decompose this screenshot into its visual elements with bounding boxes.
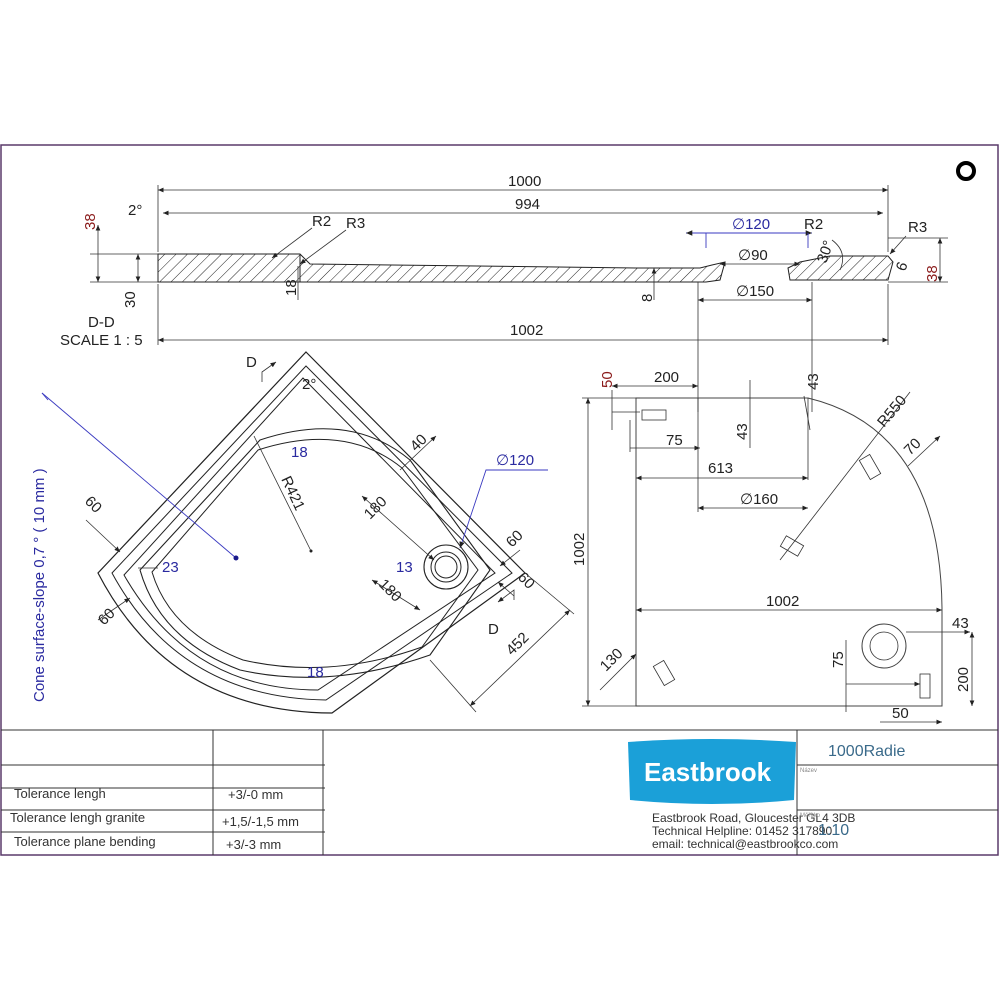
tolerance-value-3: +3/-3 mm: [226, 837, 281, 852]
plan-radius: R421: [277, 474, 308, 514]
dim-r3-right: R3: [908, 219, 927, 236]
dim-height: 1002: [571, 533, 588, 566]
title-caption: Název: [800, 768, 817, 774]
section-scale: SCALE 1 : 5: [60, 332, 143, 349]
dim-d75: 75: [666, 432, 683, 449]
dim-small-right: 6: [893, 260, 912, 274]
dim-d50: 50: [599, 371, 616, 388]
section-label: D-D: [88, 314, 115, 331]
logo-text: Eastbrook: [644, 757, 772, 787]
drawing-title: 1000Radie: [828, 743, 906, 760]
section-marker-bottom: D: [488, 621, 499, 638]
plan-corner-c: 60: [503, 527, 527, 551]
dim-height-right: 38: [924, 265, 941, 282]
dim-width: 1002: [766, 593, 799, 610]
dim-r2-left: R2: [312, 213, 331, 230]
plan-waste-ring: 13: [396, 559, 413, 576]
dim-overall-length: 1000: [508, 173, 541, 190]
dim-d50b: 50: [892, 705, 909, 722]
dim-angle-30: 30°: [814, 238, 838, 265]
tolerance-label-2: Tolerance lengh granite: [10, 810, 145, 825]
eastbrook-logo: [628, 739, 796, 804]
plan-rim-bottom: 18: [307, 664, 324, 681]
tray-outline: [97, 351, 526, 714]
dim-d75b: 75: [830, 651, 847, 668]
dim-height-left: 38: [82, 213, 99, 230]
dim-inner-length: 994: [515, 196, 540, 213]
plan-view: R421 2° 18 18 23 13 40 ∅120 180 180 60 6…: [31, 351, 575, 714]
dim-depth: 18: [283, 279, 300, 296]
tolerance-label-3: Tolerance plane bending: [14, 834, 156, 849]
bottom-waste: [861, 623, 907, 669]
projection-symbol-icon: [956, 161, 976, 181]
dim-base: 30: [122, 291, 139, 308]
dim-d43b: 43: [805, 373, 822, 390]
tolerance-value-2: +1,5/-1,5 mm: [222, 814, 299, 829]
dim-r2-right: R2: [804, 216, 823, 233]
title-block: Tolerance lengh +3/-0 mm Tolerance lengh…: [1, 729, 998, 855]
drawing-scale: 1:10: [818, 822, 849, 839]
waste-outlet: [423, 544, 469, 590]
tray-bowl: [139, 428, 491, 678]
plan-diagonal: 452: [503, 629, 533, 659]
sheet-frame: [0, 144, 999, 856]
dim-d43c: 43: [952, 615, 969, 632]
plan-corner-a: 60: [81, 493, 105, 517]
dim-d200b: 200: [955, 667, 972, 692]
dim-r550: R550: [874, 392, 910, 430]
dim-d130: 130: [597, 645, 627, 675]
plan-waste: ∅120: [496, 452, 534, 469]
dim-d70: 70: [901, 435, 925, 459]
company-address: Eastbrook Road, Gloucester GL4 3DB: [652, 811, 855, 825]
section-view: 1000 994 1002 38 30 2° R2 R3 18 8 ∅120 ∅…: [60, 173, 948, 412]
cone-note: Cone surface-slope 0,7 ° ( 10 mm ): [31, 468, 48, 702]
section-profile: [157, 253, 726, 283]
plan-rim-width: 40: [407, 431, 431, 455]
dim-d613: 613: [708, 460, 733, 477]
dim-d160: ∅160: [740, 491, 778, 508]
section-marker-top: D: [246, 354, 257, 371]
dim-bottom-length: 1002: [510, 322, 543, 339]
company-email: email: technical@eastbrookco.com: [652, 837, 838, 851]
plan-rim-side: 23: [162, 559, 179, 576]
company-helpline: Technical Helpline: 01452 317890: [652, 824, 832, 838]
bottom-view: 200 50 75 43 43 613 ∅160 R550 70 1002 10…: [571, 369, 975, 725]
plan-waste-offset-b: 180: [375, 576, 405, 606]
plan-rim-top: 18: [291, 444, 308, 461]
tolerance-value-1: +3/-0 mm: [228, 787, 283, 802]
dim-waste-diameter: ∅120: [732, 216, 770, 233]
scale-caption: Měřítko: [800, 813, 821, 819]
dim-d200: 200: [654, 369, 679, 386]
tolerance-label-1: Tolerance lengh: [14, 786, 106, 801]
dim-waste-outer: ∅150: [736, 283, 774, 300]
dim-r3-left: R3: [346, 215, 365, 232]
plan-waste-offset-a: 180: [361, 493, 391, 523]
dim-d43a: 43: [734, 423, 751, 440]
dim-waste-inner: ∅90: [738, 247, 768, 264]
plan-angle: 2°: [302, 376, 316, 393]
dim-drain-depth: 8: [639, 294, 656, 302]
dim-angle: 2°: [128, 202, 142, 219]
